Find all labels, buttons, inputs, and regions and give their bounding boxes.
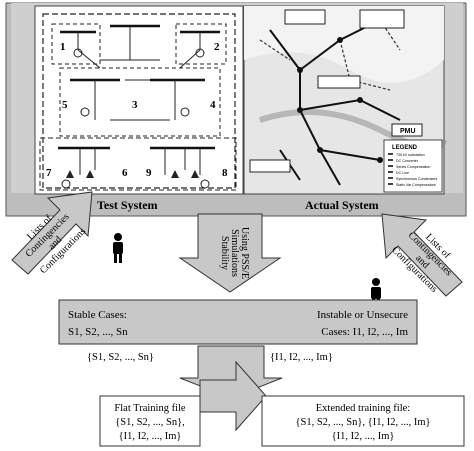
area-number: 5 xyxy=(62,99,68,111)
extended-training-line: {S1, S2, ..., Sn}, {I1, I2, ..., Im} xyxy=(295,417,430,428)
map-legend-item: Static Var Compensators xyxy=(396,183,436,187)
generator-symbol xyxy=(195,48,205,58)
area-number: 9 xyxy=(146,167,152,179)
extended-training-box: Extended training file: {S1, S2, ..., Sn… xyxy=(261,395,465,447)
map-legend xyxy=(383,139,443,193)
substation-dot xyxy=(297,67,303,73)
map-station-box xyxy=(359,9,405,29)
simulation-arrow-shape xyxy=(178,213,282,293)
map-legend-title: LEGEND xyxy=(392,145,418,151)
substation-dot xyxy=(317,147,323,153)
map-station-box xyxy=(249,159,291,173)
pmu-box xyxy=(391,123,423,137)
generator-symbol xyxy=(73,48,83,58)
area-number: 3 xyxy=(132,99,138,111)
extended-training-frame xyxy=(261,395,465,447)
extended-training-line: {I1, I2, ..., Im} xyxy=(332,431,395,442)
unstable-cases-list: Cases: I1, I2, ..., Im xyxy=(321,326,408,338)
map-legend-item: 735 kV substation xyxy=(396,153,425,157)
substation-dot xyxy=(337,37,343,43)
generator-symbol xyxy=(80,107,90,117)
map-legend-swatches xyxy=(388,153,393,185)
area-number: 6 xyxy=(122,167,128,179)
stable-set-label: {S1, S2, ..., Sn} xyxy=(87,352,154,363)
map-legend-item: DC Line xyxy=(396,171,409,175)
map-legend-items: 735 kV substation DC Converter Series Co… xyxy=(388,153,438,187)
test-system-schematic: 1 2 3 4 5 6 7 8 9 xyxy=(34,5,244,195)
cases-box-frame xyxy=(58,299,418,345)
right-arrow-shape xyxy=(381,213,463,297)
cases-box: Stable Cases: S1, S2, ..., Sn Instable o… xyxy=(58,299,418,345)
area-box-1 xyxy=(51,23,101,65)
map-legend-item: Synchronous Condensers xyxy=(396,177,438,181)
outer-dashed-loop xyxy=(42,13,236,189)
area-box-bottom xyxy=(39,137,237,191)
branch-lines xyxy=(77,26,201,175)
simulation-arrow-line: Stability xyxy=(219,236,230,270)
area-number: 2 xyxy=(214,41,220,53)
generator-symbol xyxy=(200,179,210,189)
flat-training-box: Flat Training file {S1, S2, ..., Sn}, {I… xyxy=(99,395,201,447)
substation-dot xyxy=(297,107,303,113)
unstable-cases-title: Instable or Unsecure xyxy=(317,309,408,321)
generator-symbol xyxy=(180,107,190,117)
test-system-canvas xyxy=(34,5,244,195)
generator-symbol xyxy=(61,179,71,189)
flat-training-line: {S1, S2, ..., Sn}, xyxy=(115,417,185,428)
map-station-box xyxy=(284,9,326,25)
area-box-2 xyxy=(175,23,227,65)
person-icon xyxy=(113,233,123,263)
left-arrow-shape xyxy=(11,191,93,275)
area-number: 7 xyxy=(46,167,52,179)
pmu-label: PMU xyxy=(400,128,416,135)
actual-system-label: Actual System xyxy=(305,198,379,212)
substation-dot xyxy=(357,97,363,103)
flat-training-title: Flat Training file xyxy=(114,403,186,414)
extended-file-arrow xyxy=(199,360,267,432)
test-system-label: Test System xyxy=(97,198,158,212)
map-station-box xyxy=(317,75,361,89)
simulation-arrow-line: Using PSS/E xyxy=(239,227,250,279)
simulation-arrow-text: Stability Simulations Using PSS/E xyxy=(219,227,250,279)
area-box-middle xyxy=(59,67,221,137)
actual-system-map: LEGEND 735 kV substation DC Converter Se… xyxy=(243,5,447,195)
simulation-arrow-line: Simulations xyxy=(229,229,240,277)
stable-cases-list: S1, S2, ..., Sn xyxy=(68,326,128,338)
substation-dot xyxy=(377,157,383,163)
extended-training-title: Extended training file: xyxy=(316,403,411,414)
flat-training-line: {I1, I2, ..., Im} xyxy=(119,431,182,442)
map-legend-item: Series Compensation xyxy=(396,165,430,169)
flat-training-frame xyxy=(99,395,201,447)
stable-cases-title: Stable Cases: xyxy=(68,309,127,321)
area-number: 1 xyxy=(60,41,66,53)
area-number: 8 xyxy=(222,167,228,179)
area-number: 4 xyxy=(210,99,216,111)
right-contingency-arrow: Lists of Contingencies and Configuration… xyxy=(381,213,463,297)
simulation-arrow: Stability Simulations Using PSS/E xyxy=(178,213,282,293)
map-legend-item: DC Converter xyxy=(396,159,419,163)
unstable-set-label: {I1, I2, ..., Im} xyxy=(270,352,333,363)
